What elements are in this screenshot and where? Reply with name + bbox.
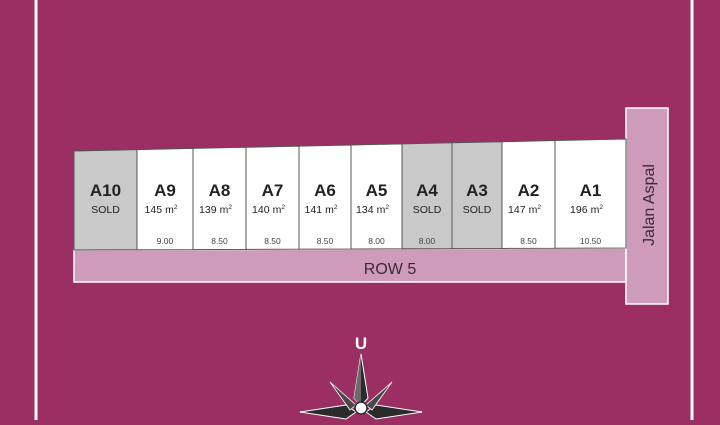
plot-label: A1 <box>580 181 602 200</box>
plot-frontage: 8.00 <box>419 236 436 246</box>
plot-frontage: 8.50 <box>264 236 281 246</box>
plot-label: A5 <box>366 181 388 200</box>
plot-frontage: 8.50 <box>520 236 537 246</box>
plot-area-value: 141 <box>305 204 323 216</box>
plot-shape <box>554 138 627 249</box>
row-road-label: ROW 5 <box>364 261 417 278</box>
plot-label: A8 <box>209 181 231 200</box>
plot-area-value: 134 <box>356 204 374 216</box>
plot-frontage: 8.50 <box>317 236 334 246</box>
plot-area-unit: m <box>273 204 282 216</box>
plot-area-value: 139 <box>199 204 217 216</box>
plot-area-value: 140 <box>252 204 270 216</box>
plot-status: SOLD <box>91 204 120 216</box>
plot-area-unit-sup: 2 <box>537 204 541 211</box>
plot-frontage: 8.50 <box>211 236 228 246</box>
plot-frontage: 9.00 <box>157 236 174 246</box>
plot-area-unit: m <box>165 204 174 216</box>
plot-area-unit-sup: 2 <box>281 204 285 211</box>
plot-label: A10 <box>90 181 121 200</box>
main-road-label: Jalan Aspal <box>641 164 658 246</box>
plot-area-unit: m <box>529 204 538 216</box>
plot-label: A9 <box>154 181 176 200</box>
plot-area-unit: m <box>325 204 334 216</box>
compass-north-label: U <box>355 334 367 353</box>
plot-label: A6 <box>314 181 336 200</box>
plot-label: A2 <box>518 181 540 200</box>
plot-frontage: 8.00 <box>368 236 385 246</box>
plot-area-unit-sup: 2 <box>599 204 603 211</box>
row-road <box>73 247 627 283</box>
plot-label: A4 <box>416 181 438 200</box>
plot-area-value: 147 <box>508 204 526 216</box>
plot-area-unit-sup: 2 <box>174 204 178 211</box>
compass-rose-icon: U <box>299 334 423 420</box>
plot-area-unit-sup: 2 <box>385 204 389 211</box>
plot-label: A3 <box>466 181 488 200</box>
plot-area-value: 196 <box>570 204 588 216</box>
plot-status: SOLD <box>463 204 492 216</box>
plot-area-unit-sup: 2 <box>228 204 232 211</box>
plot-status: SOLD <box>413 204 442 216</box>
plot-area-unit-sup: 2 <box>334 204 338 211</box>
plot-frontage: 10.50 <box>580 236 602 246</box>
plot-area-unit: m <box>220 204 229 216</box>
plot-area-value: 145 <box>145 204 163 216</box>
plot-area-unit: m <box>377 204 386 216</box>
plot-label: A7 <box>262 181 284 200</box>
plot-area-unit: m <box>591 204 600 216</box>
